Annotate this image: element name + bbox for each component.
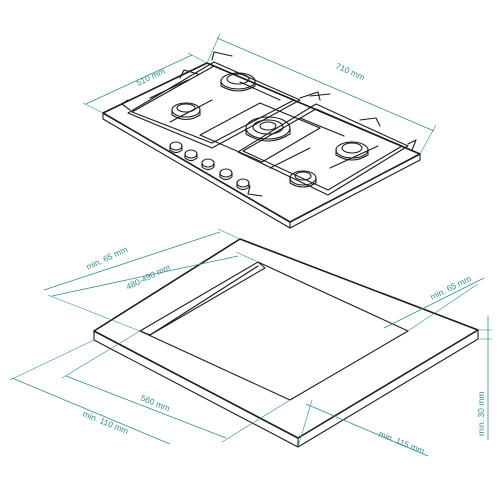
hob-plate (102, 62, 421, 223)
burner-front-left (171, 102, 201, 121)
dim-worktop-thickness: min. 30 mm (476, 316, 492, 440)
burner-rear-right (335, 141, 369, 161)
hob-width-label: 710 mm (334, 61, 366, 83)
burner-rear-left (220, 72, 256, 92)
knob-5 (236, 178, 250, 191)
thickness-label: min. 30 mm (476, 392, 486, 436)
dim-side-clearance: min. 65 mm (383, 273, 485, 332)
knob-4 (219, 168, 233, 181)
front-clearance-label: min. 110 mm (81, 409, 130, 436)
side-clearance-label: min. 65 mm (428, 273, 472, 301)
cutout-opening (139, 261, 409, 401)
right-clearance-label: min. 115 mm (377, 429, 426, 456)
dim-cutout-depth: 480-490 mm (47, 255, 239, 332)
knob-1 (169, 141, 183, 154)
dim-front-clearance: min. 110 mm (9, 339, 171, 445)
burner-front-right (289, 170, 317, 188)
burner-wok-center (245, 116, 291, 142)
dim-hob-width: 710 mm (206, 33, 437, 155)
knob-2 (184, 149, 198, 162)
pan-supports (121, 51, 417, 197)
gas-hob (102, 51, 421, 229)
top-clearance-label: min. 65 mm (85, 244, 129, 272)
control-knobs (169, 141, 250, 191)
knob-3 (201, 158, 215, 171)
